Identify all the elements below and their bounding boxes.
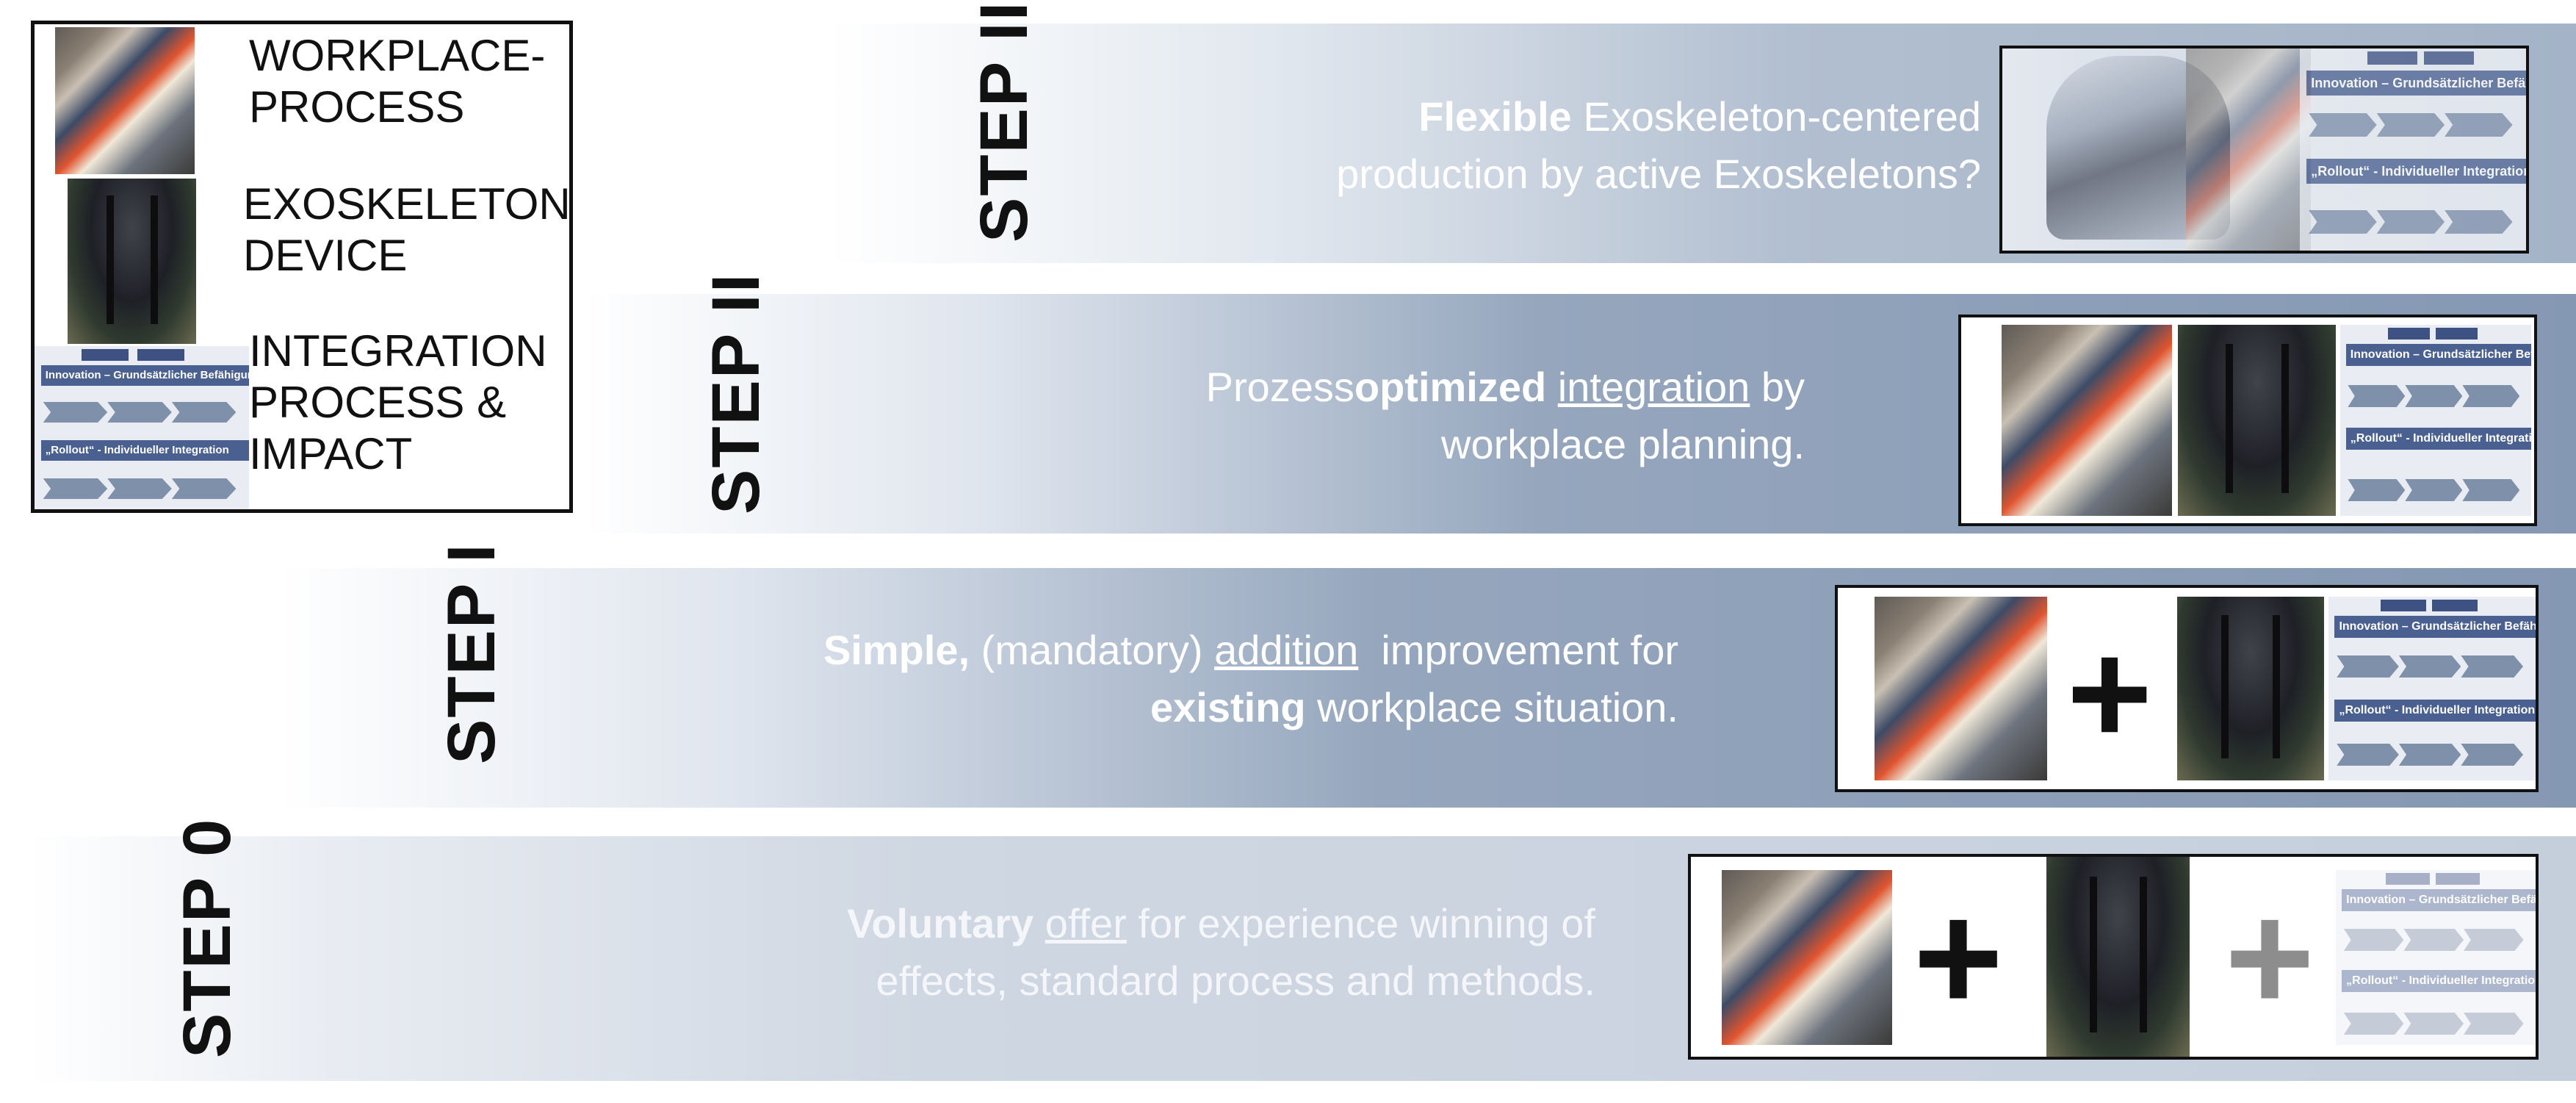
description-line: Simple, (mandatory) addition improvement… <box>724 622 1678 679</box>
workplace-legend-image <box>55 27 195 174</box>
legend-box: Innovation – Grundsätzlicher Befähigung … <box>31 21 573 513</box>
description-line: existing workplace situation. <box>724 679 1678 736</box>
description-line: production by active Exoskeletons? <box>1173 145 1981 203</box>
description-segment: workplace situation. <box>1305 684 1678 730</box>
step-2-description: Prozessoptimized integration by workplace… <box>997 359 1805 473</box>
step-3-image-frame: Innovation – Grundsätzlicher Befähigung … <box>1999 46 2529 254</box>
exoskeleton-device-image <box>2046 857 2190 1057</box>
step-1-label: STEP I <box>434 542 509 764</box>
description-segment <box>1546 364 1558 410</box>
step-3-description: Flexible Exoskeleton-centered production … <box>1173 88 1981 203</box>
description-segment: effects, standard process and methods. <box>876 958 1595 1004</box>
description-segment: production by active Exoskeletons? <box>1336 151 1981 197</box>
description-segment: (mandatory) <box>970 627 1215 673</box>
workplace-image <box>1722 870 1892 1045</box>
process-bar-rollout: „Rollout“ - Individueller Integration <box>2306 159 2526 184</box>
description-segment: Simple, <box>823 627 970 673</box>
description-segment: by <box>1750 364 1805 410</box>
process-bar-rollout: „Rollout“ - Individueller Integration <box>40 440 249 461</box>
integration-legend-image: Innovation – Grundsätzlicher Befähigung … <box>35 346 249 509</box>
step-2-image-frame: Innovation – Grundsätzlicher Befähigung … <box>1958 315 2537 526</box>
description-segment: integration <box>1557 364 1750 410</box>
workplace-image <box>1875 597 2047 780</box>
description-segment <box>1033 900 1045 946</box>
description-segment: Flexible <box>1418 93 1572 140</box>
process-bar-rollout: „Rollout“ - Individueller Integration <box>2334 700 2536 722</box>
workplace-image <box>2186 48 2311 251</box>
exoskeleton-legend-image <box>68 179 196 344</box>
description-segment: addition <box>1214 627 1359 673</box>
description-segment: offer <box>1045 900 1127 946</box>
description-line: workplace planning. <box>997 416 1805 473</box>
step-1-description: Simple, (mandatory) addition improvement… <box>724 622 1678 736</box>
step-2-label: STEP II <box>699 272 773 514</box>
step-1-image-frame: + Innovation – Grundsätzlicher Befähigun… <box>1835 585 2539 792</box>
step-3-label: STEP III <box>967 0 1042 242</box>
process-bar-innovation: Innovation – Grundsätzlicher Befähigung <box>2342 889 2536 911</box>
step-0-image-frame: + + Innovation – Grundsätzlicher Befähig… <box>1688 854 2539 1060</box>
description-segment: improvement for <box>1358 627 1678 673</box>
plus-icon-faded: + <box>2224 871 2315 1043</box>
plus-icon: + <box>2066 611 2153 775</box>
legend-integration-process-impact: INTEGRATION PROCESS & IMPACT <box>249 326 547 478</box>
process-bar-rollout: „Rollout“ - Individueller Integration <box>2342 970 2536 992</box>
integration-process-image: Innovation – Grundsätzlicher Befähigung … <box>2340 325 2531 516</box>
legend-exoskeleton-device: EXOSKELETON- DEVICE <box>243 179 573 280</box>
description-segment: optimized <box>1354 364 1547 410</box>
step-0-label: STEP 0 <box>170 817 245 1058</box>
description-segment: Voluntary <box>847 900 1034 946</box>
description-line: Prozessoptimized integration by <box>997 359 1805 416</box>
process-bar-innovation: Innovation – Grundsätzlicher Befähigung <box>2345 344 2531 366</box>
exoskeleton-device-image <box>2178 325 2336 516</box>
legend-workplace-process: WORKPLACE- PROCESS <box>249 31 546 132</box>
description-segment: Exoskeleton-centered <box>1571 93 1981 140</box>
integration-process-image-faded: Innovation – Grundsätzlicher Befähigung … <box>2336 870 2536 1045</box>
exoskeleton-device-image <box>2046 56 2230 240</box>
integration-process-image: Innovation – Grundsätzlicher Befähigung … <box>2300 48 2526 251</box>
description-line: effects, standard process and methods. <box>641 952 1595 1010</box>
description-segment: Prozess <box>1205 364 1354 410</box>
description-segment: for experience winning of <box>1126 900 1595 946</box>
process-bar-innovation: Innovation – Grundsätzlicher Befähigung <box>2306 71 2526 96</box>
integration-process-image: Innovation – Grundsätzlicher Befähigung … <box>2328 597 2536 780</box>
plus-icon: + <box>1913 871 2004 1043</box>
exoskeleton-device-image <box>2177 597 2324 780</box>
description-segment: workplace planning. <box>1441 421 1805 467</box>
process-bar-rollout: „Rollout“ - Individueller Integration <box>2345 428 2531 450</box>
description-line: Flexible Exoskeleton-centered <box>1173 88 1981 145</box>
step-0-description: Voluntary offer for experience winning o… <box>641 895 1595 1010</box>
workplace-image <box>2002 325 2172 516</box>
description-line: Voluntary offer for experience winning o… <box>641 895 1595 952</box>
process-bar-innovation: Innovation – Grundsätzlicher Befähigung <box>2334 616 2536 638</box>
process-bar-innovation: Innovation – Grundsätzlicher Befähigung <box>40 365 249 386</box>
description-segment: existing <box>1150 684 1306 730</box>
